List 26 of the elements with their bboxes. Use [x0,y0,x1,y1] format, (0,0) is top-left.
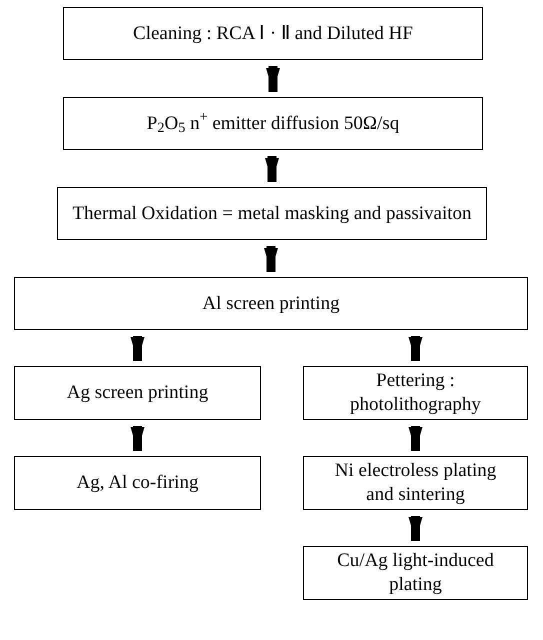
process-box [63,7,483,60]
step-text: Ni electroless plating and sintering [334,459,498,507]
step-text: Thermal Oxidation = metal masking and passivaiton [72,202,472,226]
step-text: Ag screen printing [66,381,208,405]
arrow [265,156,279,182]
process-box [14,366,261,420]
process-box [14,277,528,330]
arrow [266,66,280,92]
arrow [408,336,422,361]
arrow [264,246,278,272]
step-text: P$_{2}$O$_{5}$ n$^{+}$ emitter diffusion 50Ω/sq [146,112,400,136]
step-text: Pettering : photolithography [349,369,482,417]
process-box [57,187,487,240]
process-box [14,456,261,510]
arrow [408,426,422,451]
process-box [63,97,483,150]
process-box [303,366,528,420]
arrow [130,426,144,451]
step-text: Al screen printing [202,292,340,316]
step-text: Cleaning : RCA Ⅰ · Ⅱ and Diluted HF [133,22,413,46]
arrow [130,336,144,361]
process-box [303,456,528,510]
step-text: Ag, Al co-firing [76,471,198,495]
step-text: Cu/Ag light-induced plating [336,549,495,597]
process-box [303,546,528,600]
arrow [408,516,422,541]
